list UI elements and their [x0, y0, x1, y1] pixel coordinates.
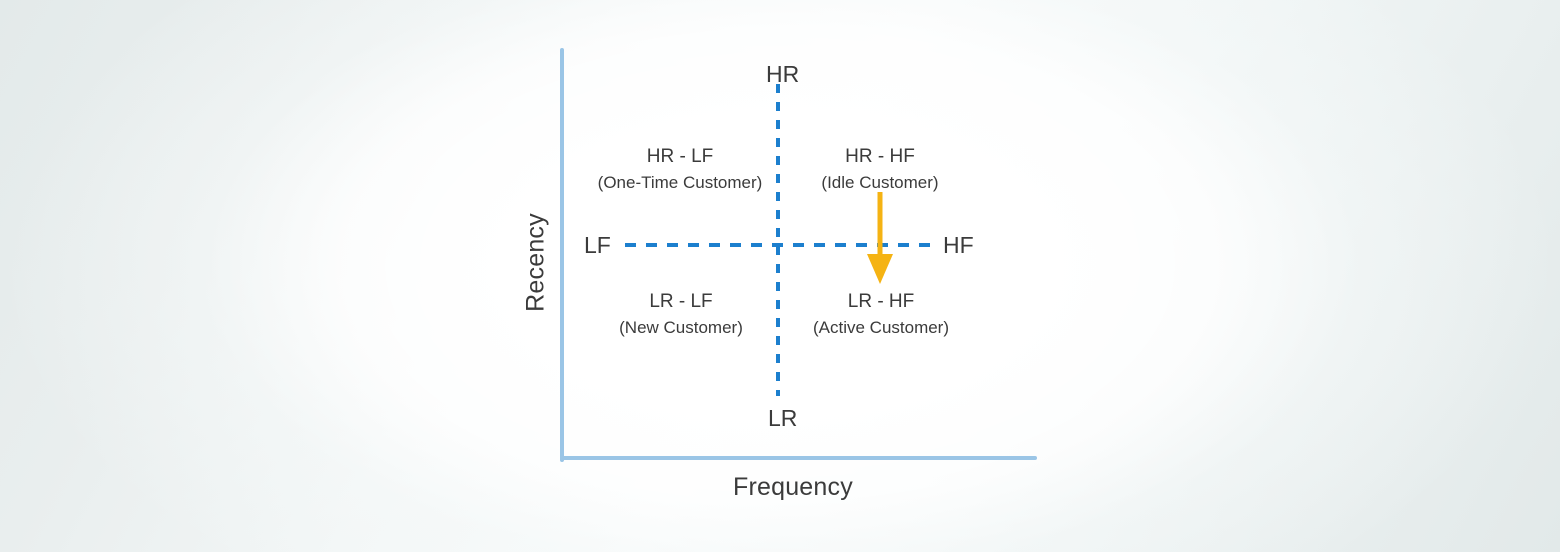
quadrant-hr-lf: HR - LF (One-Time Customer)	[530, 144, 830, 196]
pole-label-low-recency: LR	[768, 405, 798, 431]
quadrant-lr-lf-description: (New Customer)	[619, 318, 743, 337]
quadrant-hr-hf: HR - HF (Idle Customer)	[730, 144, 1030, 196]
horizontal-divider-dashed-line	[625, 243, 936, 247]
quadrant-lr-hf: LR - HF (Active Customer)	[731, 289, 1031, 341]
pole-label-high-recency: HR	[766, 61, 800, 87]
quadrant-lr-hf-code: LR - HF	[847, 291, 915, 312]
x-axis-line	[560, 456, 1037, 460]
down-arrow-icon	[867, 192, 893, 284]
y-axis-line	[560, 48, 564, 462]
quadrant-lr-hf-description: (Active Customer)	[812, 318, 950, 337]
quadrant-hr-lf-description: (One-Time Customer)	[597, 173, 763, 192]
quadrant-hr-hf-description: (Idle Customer)	[821, 173, 939, 192]
quadrant-hr-lf-code: HR - LF	[646, 146, 714, 167]
quadrant-hr-hf-code: HR - HF	[845, 146, 915, 167]
x-axis-title: Frequency	[733, 473, 853, 501]
pole-label-high-frequency: HF	[943, 232, 974, 258]
quadrant-lr-lf: LR - LF (New Customer)	[531, 289, 831, 341]
pole-label-low-frequency: LF	[584, 232, 611, 258]
quadrant-lr-lf-code: LR - LF	[649, 291, 713, 312]
vertical-divider-dashed-line	[776, 84, 780, 396]
